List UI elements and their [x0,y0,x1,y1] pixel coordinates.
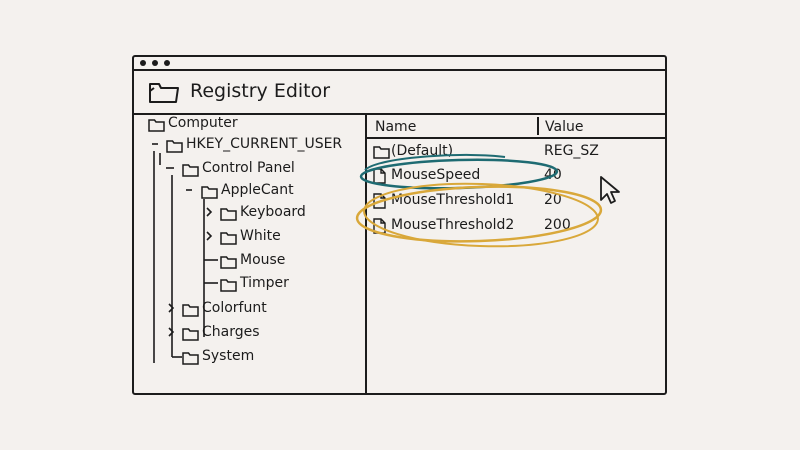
folder-icon [220,277,237,296]
file-icon [373,193,386,213]
registry-editor-window: Registry Editor [132,55,667,395]
values-pane[interactable]: Name Value (Default) REG_SZ MouseSpeed 4… [367,115,665,393]
folder-icon [182,302,199,321]
value-name: (Default) [391,143,454,159]
folder-icon [166,138,183,157]
value-data: 20 [544,192,562,208]
value-data: 200 [544,217,571,233]
folder-icon [201,184,218,203]
tree-node-label: Mouse [240,252,286,268]
folder-icon [220,230,237,249]
folder-icon [148,79,180,109]
folder-icon [148,117,165,136]
value-name: MouseSpeed [391,167,481,183]
folder-icon [182,162,199,181]
folder-icon [220,254,237,273]
value-row-mousethreshold1[interactable]: MouseThreshold1 20 [367,190,665,212]
tree-node-label: Colorfunt [202,300,267,316]
column-header-name[interactable]: Name [375,119,417,135]
tree-node-label: Timper [240,275,289,291]
value-name: MouseThreshold2 [391,217,515,233]
tree-lines [152,143,218,363]
column-divider[interactable] [537,117,539,135]
column-header-value[interactable]: Value [545,119,584,135]
tree-node-label: Control Panel [202,160,295,176]
folder-icon [182,350,199,369]
app-title: Registry Editor [190,80,331,102]
column-header: Name Value [367,115,665,139]
value-data: REG_SZ [544,143,599,159]
value-row-default[interactable]: (Default) REG_SZ [367,141,665,163]
value-data: 40 [544,167,562,183]
window-control-dot[interactable] [140,60,146,66]
title-bar [134,57,665,71]
tree-node-label: White [240,228,281,244]
folder-icon [182,326,199,345]
tree-node-label: HKEY_CURRENT_USER [186,136,343,152]
window-control-dot[interactable] [164,60,170,66]
app-header: Registry Editor [134,71,665,115]
tree-node-label: Computer [168,115,238,131]
tree-node-label: System [202,348,255,364]
value-row-mousespeed[interactable]: MouseSpeed 40 [367,165,665,187]
tree-node-label: Charges [202,324,260,340]
key-tree-pane[interactable]: Computer HKEY_CURRENT_USER Control Panel… [134,115,367,393]
window-control-dot[interactable] [152,60,158,66]
tree-node-label: AppleCant [221,182,294,198]
file-icon [373,218,386,238]
value-row-mousethreshold2[interactable]: MouseThreshold2 200 [367,215,665,237]
file-icon [373,168,386,188]
tree-node-label: Keyboard [240,204,306,220]
folder-icon [373,144,390,163]
folder-icon [220,206,237,225]
value-name: MouseThreshold1 [391,192,515,208]
